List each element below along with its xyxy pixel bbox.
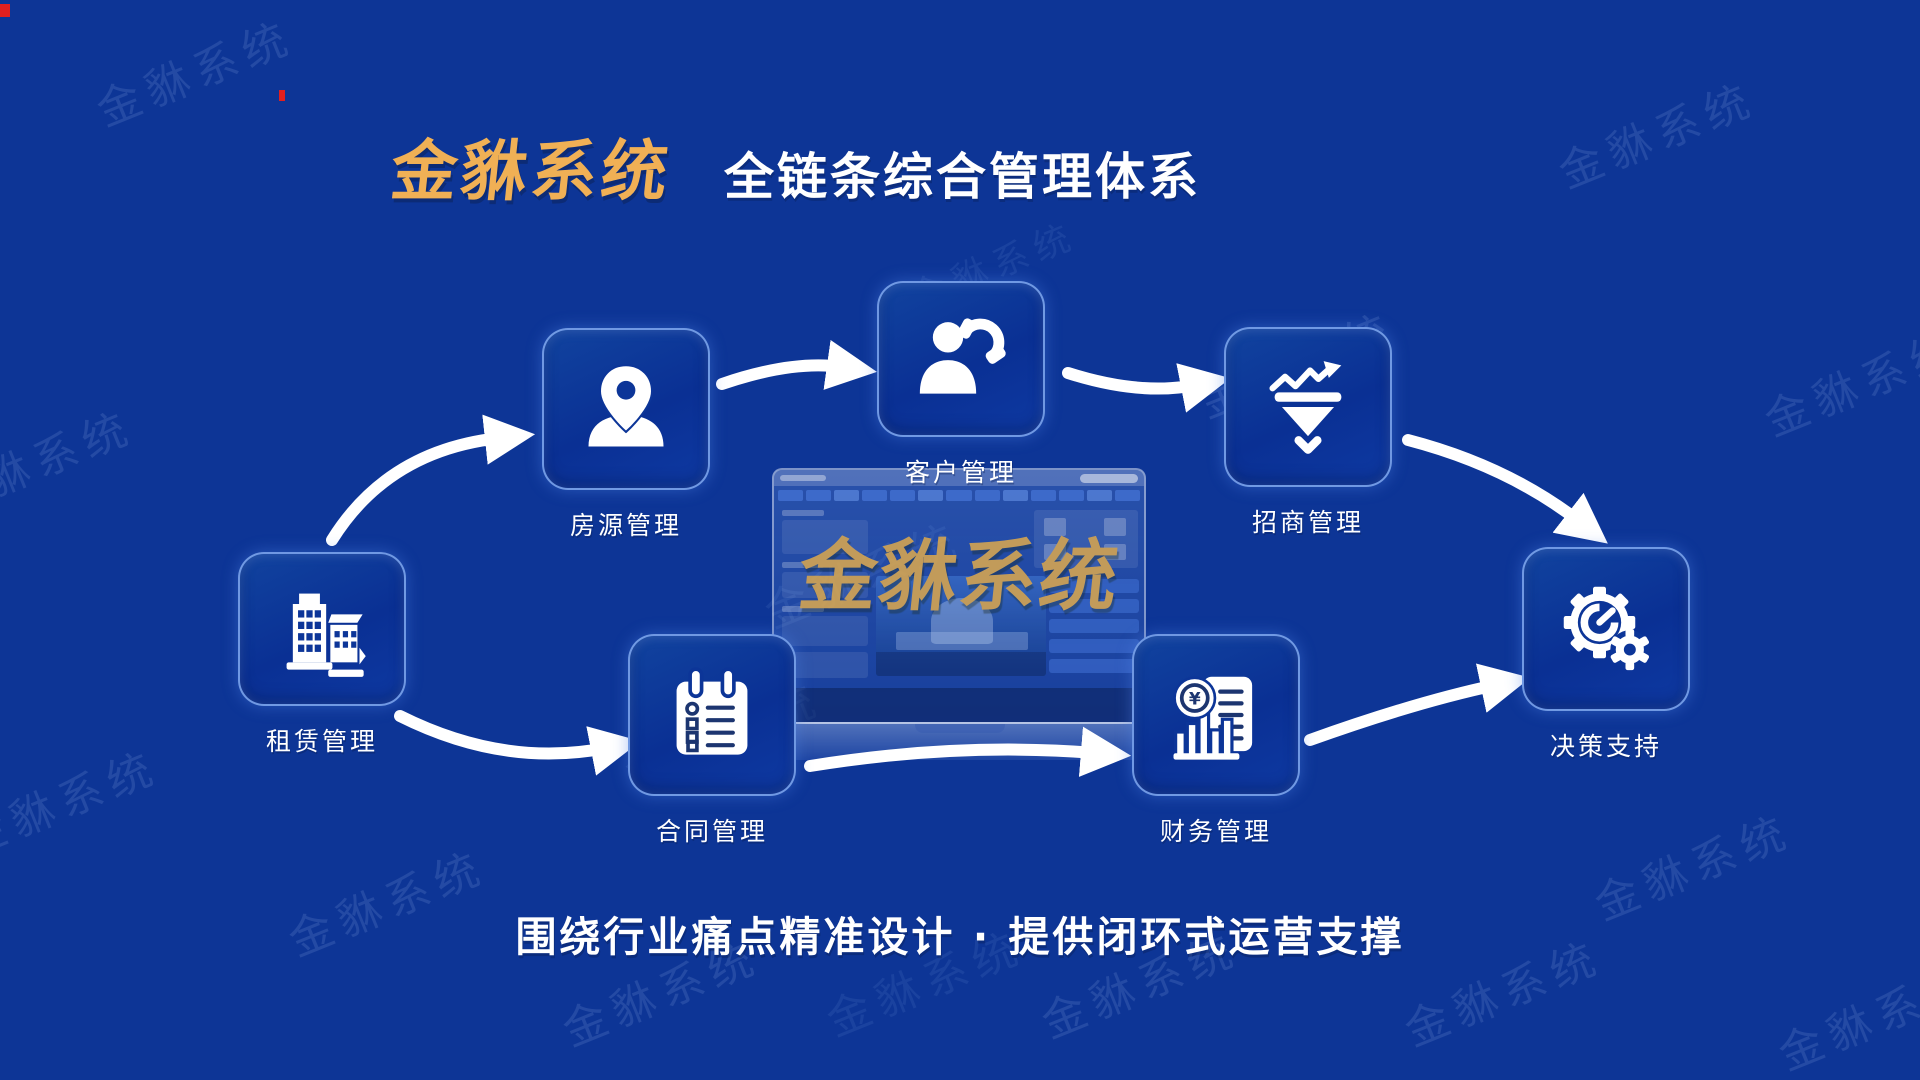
- dashboard-section-title: [782, 606, 824, 612]
- watermark-text: 金貅系统: [1757, 321, 1920, 447]
- dashboard-tile: [1044, 518, 1066, 536]
- dashboard-logo: [780, 475, 826, 481]
- laptop-notch: [915, 724, 1005, 733]
- dashboard-section-title: [782, 510, 824, 516]
- watermark-text: 金貅系统: [1771, 955, 1920, 1080]
- svg-text:¥: ¥: [1189, 689, 1201, 709]
- watermark-text: 金貅系统: [89, 11, 302, 137]
- dashboard-topbar: [774, 470, 1144, 486]
- node-investment: 招商管理: [1198, 327, 1418, 539]
- gauge-gears-icon: [1563, 586, 1650, 671]
- red-artifact: [0, 4, 10, 17]
- node-label: 租赁管理: [265, 727, 378, 756]
- footer-tagline: 围绕行业痛点精准设计 · 提供闭环式运营支撑: [515, 913, 1405, 961]
- dashboard-tile: [1104, 518, 1126, 536]
- node-card-contract: [628, 634, 796, 796]
- node-label: 决策支持: [1549, 732, 1662, 761]
- node-card-rental: [238, 552, 406, 706]
- node-label: 招商管理: [1251, 508, 1364, 537]
- dashboard-nav-tabs: [778, 490, 1141, 501]
- page-title: 全链条综合管理体系: [724, 148, 1201, 206]
- header: 金貅系统 全链条综合管理体系: [387, 118, 1201, 214]
- watermark-text: 金貅系统: [1551, 73, 1764, 199]
- dashboard-panel: [782, 616, 868, 646]
- node-card-decision: [1522, 547, 1690, 711]
- arrow-investment-to-decision: [1402, 434, 1608, 544]
- dashboard-panel: [782, 652, 868, 678]
- location-label-pill: [1049, 619, 1139, 633]
- dashboard-section-title: [782, 562, 824, 568]
- dashboard-panel: [1034, 510, 1138, 568]
- dashboard-tile: [1104, 544, 1126, 560]
- node-label: 合同管理: [655, 817, 768, 846]
- node-card-customer: [877, 281, 1045, 437]
- node-housing: 房源管理: [516, 328, 736, 542]
- dashboard-footer-bar: [774, 688, 1144, 722]
- node-rental: 租赁管理: [212, 552, 432, 758]
- clipboard-checklist-icon: [676, 667, 748, 755]
- node-card-finance: ¥: [1132, 634, 1300, 796]
- photo-ground: [876, 652, 1046, 676]
- arrow-finance-to-decision: [1304, 663, 1531, 746]
- node-customer: 客户管理: [851, 281, 1071, 489]
- node-label: 房源管理: [569, 511, 682, 540]
- dashboard-search-bar: [1080, 474, 1138, 483]
- node-contract: 合同管理: [602, 634, 822, 848]
- watermark-text: 金貅系统: [0, 401, 142, 527]
- node-card-investment: [1224, 327, 1392, 487]
- location-label-pill: [1049, 639, 1139, 653]
- node-card-housing: [542, 328, 710, 490]
- building-photo: [876, 576, 1046, 676]
- building-icon: [286, 593, 366, 677]
- watermark-text: 金貅系统: [0, 741, 167, 867]
- location-label-pill: [1049, 599, 1139, 613]
- location-pin-person-icon: [588, 364, 664, 447]
- dashboard-panel: [782, 572, 868, 598]
- node-finance: ¥ 财务管理: [1106, 634, 1326, 848]
- node-decision: 决策支持: [1496, 547, 1716, 763]
- building-base: [896, 632, 1028, 650]
- arrow-rental-to-housing: [326, 414, 536, 546]
- location-label-pill: [1049, 579, 1139, 593]
- dashboard-panel: [782, 520, 868, 554]
- node-label: 客户管理: [904, 458, 1017, 487]
- laptop-screen: [772, 468, 1146, 724]
- yuan-coin-chart-doc-icon: ¥: [1173, 676, 1253, 760]
- funnel-trend-icon: [1269, 361, 1342, 454]
- person-phone-icon: [919, 318, 1006, 394]
- node-label: 财务管理: [1159, 817, 1272, 846]
- arrow-housing-to-customer: [716, 339, 877, 390]
- arrow-customer-to-investment: [1062, 363, 1231, 413]
- dome-building: [931, 598, 993, 644]
- dashboard-tile: [1044, 544, 1066, 560]
- location-label-pill: [1049, 659, 1139, 673]
- laptop-overlay-brand: 金貅系统: [794, 532, 1124, 622]
- red-artifact: [279, 90, 285, 101]
- brand-title: 金貅系统: [387, 133, 676, 210]
